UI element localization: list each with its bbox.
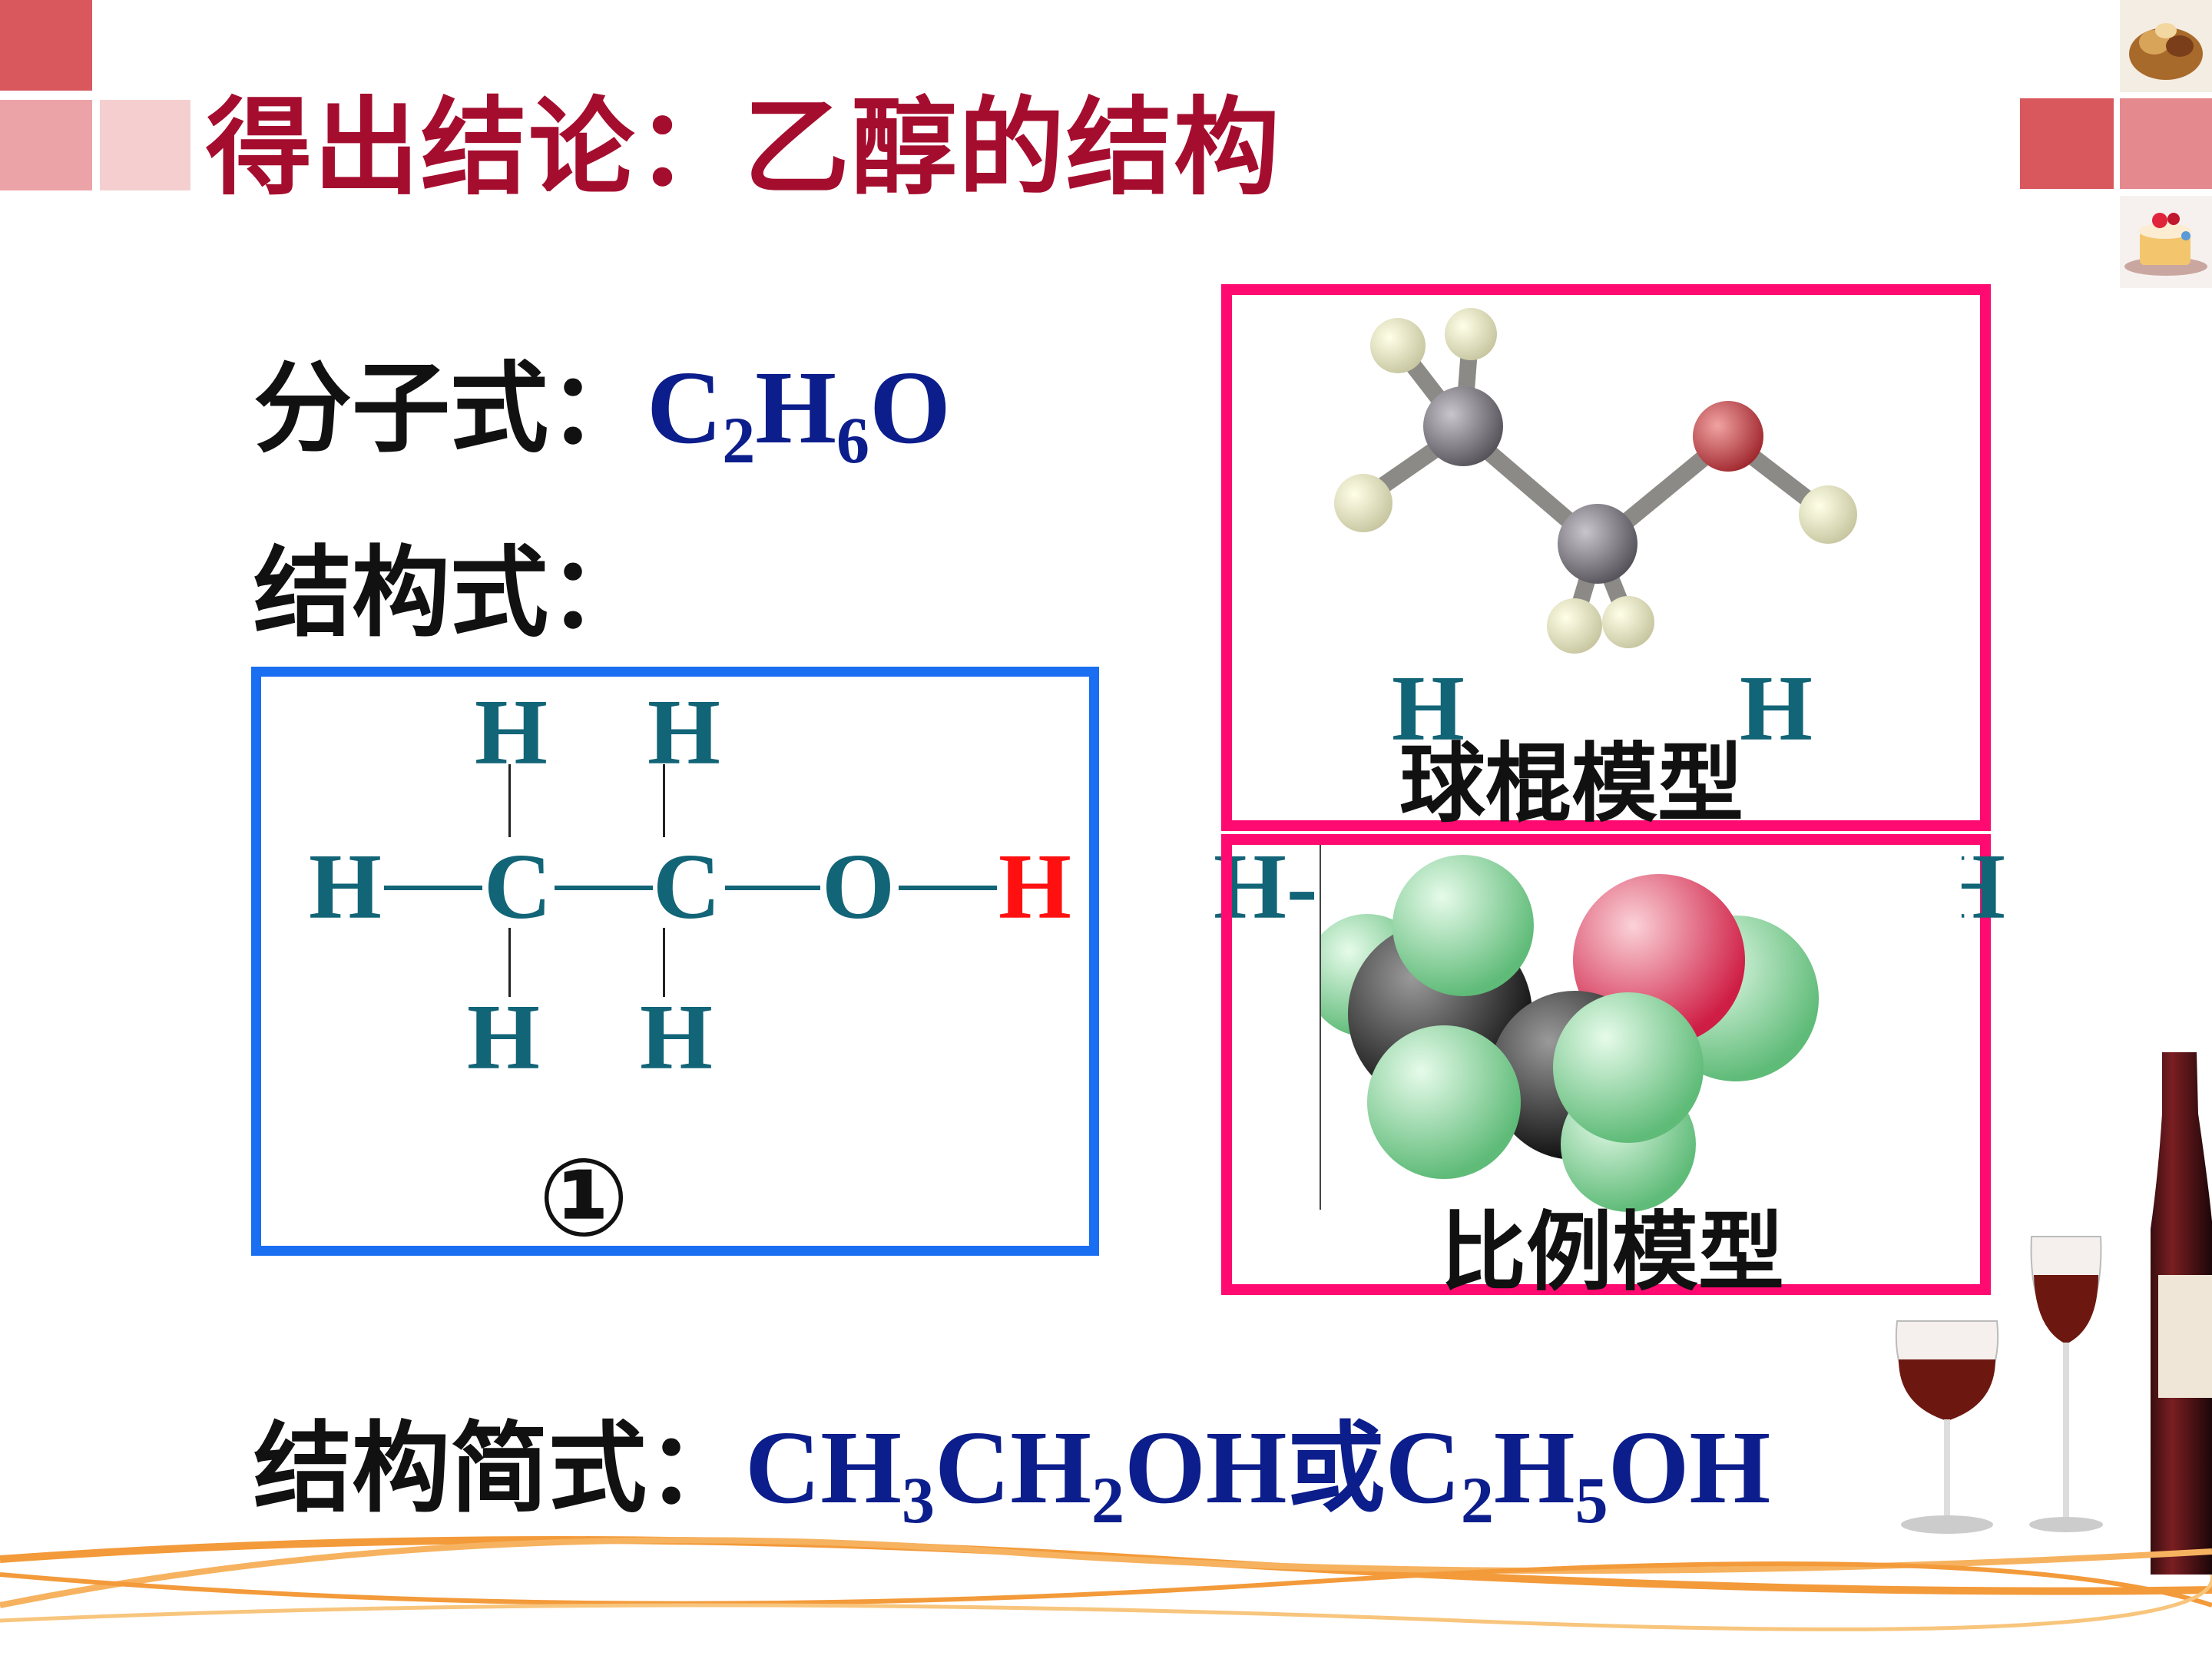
ball-stick-model: [1334, 308, 1857, 654]
molecular-formula-row: 分子式：C2H6O: [253, 329, 951, 477]
bond: [555, 886, 653, 890]
ball-stick-model-caption: 球棍模型: [1399, 734, 1743, 834]
space-fill-model-box: [1221, 834, 1991, 1295]
atom-h-hydroxyl: H: [998, 835, 1071, 939]
space-fill-model-caption: 比例模型: [1440, 1203, 1784, 1303]
condensed-formula-row: 结构简式：CH3CH2OH或C2H5OH: [253, 1389, 1771, 1537]
formula-number: ①: [538, 1135, 630, 1261]
atom-h: H: [1392, 657, 1465, 760]
deco-square: [0, 0, 92, 91]
deco-square: [2020, 98, 2114, 189]
deco-square: [100, 100, 190, 190]
page-title: 得出结论：乙醇的结构: [206, 86, 1282, 210]
bond: [384, 886, 482, 890]
ball-stick-model-box: [1221, 284, 1991, 831]
cake-photo: [2120, 196, 2212, 288]
space-fill-model: [1321, 855, 1819, 1212]
atom-h: H: [640, 985, 713, 1089]
wine-illustration: [1895, 1052, 2212, 1575]
atom-h: H: [1932, 835, 2005, 939]
molecular-formula: C2H6O: [647, 350, 951, 477]
bond: [508, 928, 511, 997]
deco-square: [0, 100, 92, 190]
atom-h: H: [467, 985, 540, 1089]
atom-h: H: [309, 835, 382, 939]
atom-c: C: [484, 835, 552, 939]
molecular-formula-label: 分子式：: [253, 352, 647, 466]
food-photo: [2120, 0, 2212, 92]
deco-square: [2120, 98, 2212, 189]
structural-formula-box: [251, 667, 1099, 1256]
atom-o: O: [822, 835, 895, 939]
bond: [663, 928, 665, 997]
bond: [663, 764, 665, 837]
bond: [899, 886, 997, 890]
condensed-formula-connector: 或: [1286, 1412, 1386, 1526]
condensed-formula-alt: C2H5OH: [1385, 1410, 1771, 1537]
atom-h: H: [1740, 657, 1813, 760]
structural-formula-label: 结构式：: [253, 536, 647, 651]
atom-h: H: [647, 680, 720, 784]
atom-h: H: [475, 680, 548, 784]
bond: [508, 764, 511, 837]
condensed-formula: CH3CH2OH: [745, 1410, 1287, 1537]
atom-c: C: [653, 835, 721, 939]
wave-decoration: [0, 1536, 2212, 1631]
condensed-formula-label: 结构简式：: [253, 1412, 746, 1526]
bond: [725, 886, 820, 890]
